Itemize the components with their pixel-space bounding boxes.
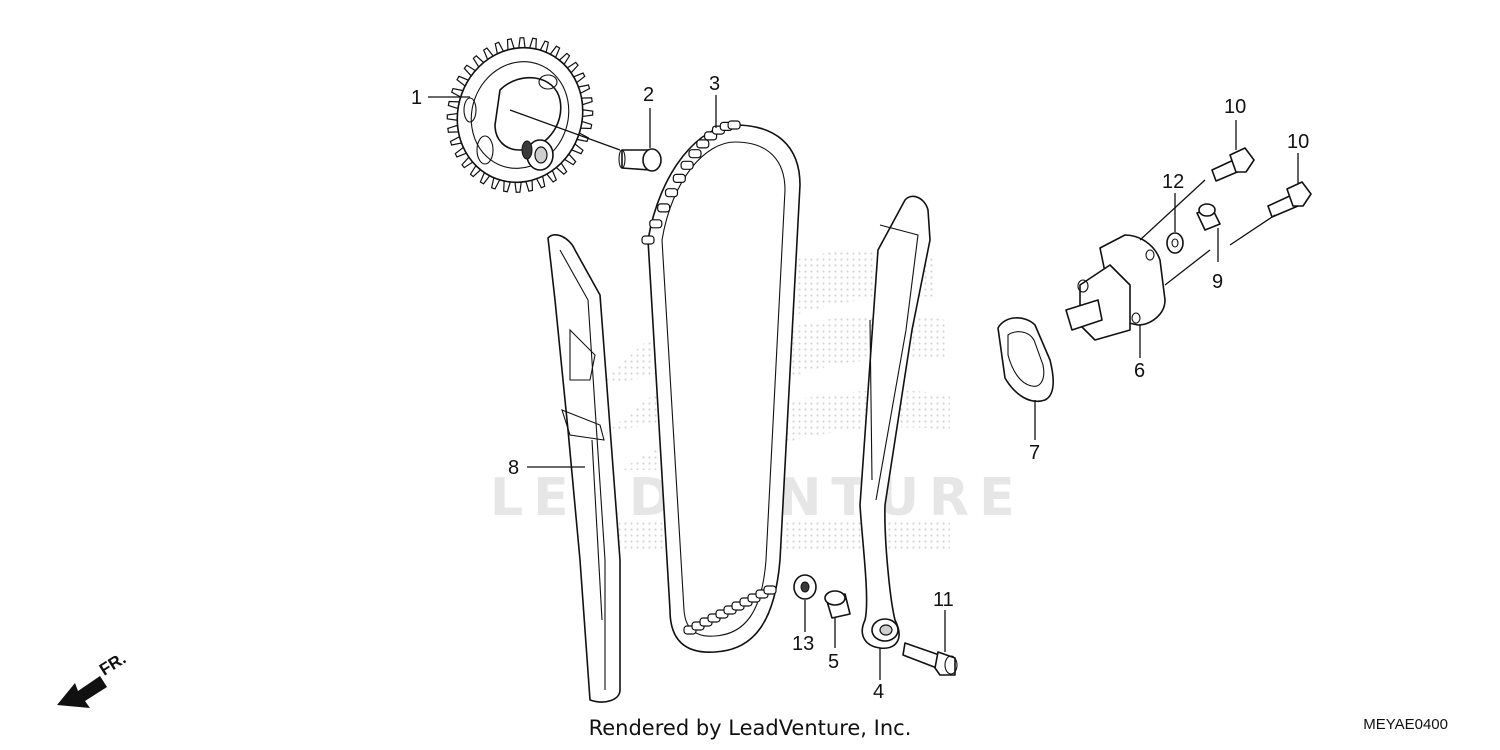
chain-link: [641, 235, 655, 245]
chain-link: [649, 219, 663, 229]
footer-credit: Rendered by LeadVenture, Inc.: [588, 716, 912, 740]
callout-5: 5: [828, 651, 839, 673]
callout-6: 6: [1134, 360, 1145, 382]
callout-4: 4: [873, 681, 884, 703]
callout-8: 8: [508, 457, 519, 479]
flange-bolt-right: [1267, 181, 1312, 218]
chain-link: [664, 188, 679, 198]
sprocket-hub: [521, 139, 554, 171]
callout-3: 3: [709, 73, 720, 95]
callout-10-upper: 10: [1224, 96, 1246, 118]
cam-chain: [641, 120, 801, 653]
callout-10-right: 10: [1287, 131, 1309, 153]
plug-bolt: [1196, 203, 1221, 231]
chain-link: [680, 160, 694, 170]
flange-bolt-upper: [1211, 147, 1255, 182]
callout-11: 11: [933, 589, 954, 611]
tensioner-lifter: [1065, 234, 1166, 341]
collar: [824, 590, 851, 619]
front-direction-marker: FR.: [57, 649, 129, 708]
chain-link: [657, 203, 671, 213]
chain-link: [763, 585, 777, 595]
callout-12: 12: [1162, 171, 1184, 193]
diagram-code: MEYAE0400: [1363, 716, 1448, 733]
front-label: FR.: [96, 649, 129, 680]
callout-13: 13: [792, 633, 814, 655]
callout-9: 9: [1212, 271, 1223, 293]
chain-link: [696, 139, 710, 149]
tensioner-gasket: [997, 317, 1055, 402]
front-arrow-icon: [57, 676, 107, 708]
chain-link: [688, 149, 702, 159]
sealing-washer: [1166, 232, 1184, 254]
chain-link: [672, 173, 686, 183]
washer: [793, 574, 817, 600]
callout-2: 2: [643, 84, 654, 106]
chain-link: [727, 120, 741, 130]
callouts: 1 2 3 4 5 6 7 8 9 10 10 11 12 13: [411, 73, 1309, 703]
cam-chain-guide: [547, 234, 621, 703]
cam-sprocket: [446, 37, 594, 193]
pivot-bolt: [902, 642, 958, 676]
leader-lines: [428, 95, 1299, 680]
callout-7: 7: [1029, 442, 1040, 464]
callout-1: 1: [411, 87, 422, 109]
sprocket-bolt: [618, 148, 662, 172]
cam-chain-tensioner-arm: [859, 195, 931, 649]
